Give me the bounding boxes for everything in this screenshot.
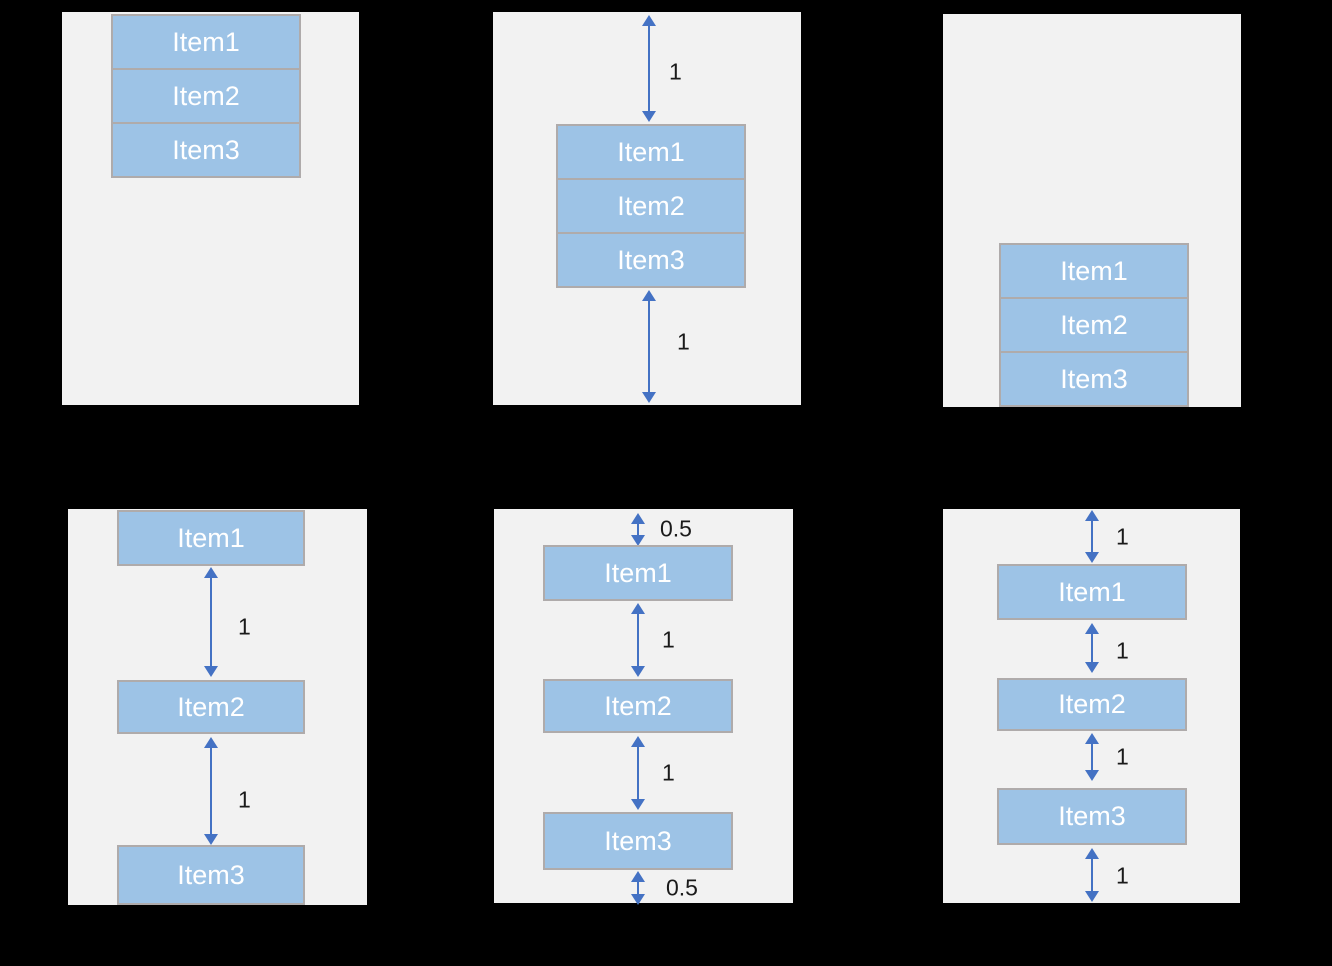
spacing-value: 1 — [662, 759, 675, 786]
flex-item: Item2 — [558, 180, 744, 232]
spacing-value: 0.5 — [660, 515, 692, 542]
flex-item: Item2 — [543, 679, 733, 733]
spacing-value: 1 — [1116, 743, 1129, 770]
spacing-arrow — [631, 736, 645, 810]
panel-space-around: 0.5 Item1 1 Item2 1 Item3 0.5 — [494, 509, 793, 905]
flex-item: Item3 — [113, 124, 299, 176]
item-stack: Item1 Item2 Item3 — [999, 243, 1189, 407]
spacing-arrow — [631, 513, 645, 546]
item-stack: Item1 Item2 Item3 — [556, 124, 746, 288]
spacing-value: 1 — [238, 613, 251, 640]
flex-item: Item2 — [117, 680, 305, 734]
spacing-arrow — [204, 737, 218, 845]
flex-item: Item1 — [113, 16, 299, 68]
spacing-value: 1 — [1116, 862, 1129, 889]
spacing-arrow — [631, 603, 645, 677]
panel-space-between: Item1 1 Item2 1 Item3 — [68, 509, 367, 905]
spacing-value: 1 — [669, 58, 682, 85]
panel-space-evenly: 1 Item1 1 Item2 1 Item3 1 — [943, 509, 1240, 903]
flex-item: Item3 — [997, 788, 1187, 845]
spacing-value: 1 — [238, 786, 251, 813]
flex-item: Item3 — [117, 845, 305, 905]
flex-item: Item1 — [117, 510, 305, 566]
panel-center: 1 Item1 Item2 Item3 1 — [493, 12, 801, 405]
spacing-value: 1 — [1116, 523, 1129, 550]
spacing-arrow — [204, 567, 218, 677]
spacing-value: 0.5 — [666, 874, 698, 901]
flex-item: Item1 — [1001, 245, 1187, 297]
flex-item: Item1 — [997, 564, 1187, 620]
flex-item: Item3 — [1001, 353, 1187, 405]
item-stack: Item1 Item2 Item3 — [111, 14, 301, 178]
spacing-value: 1 — [1116, 637, 1129, 664]
flex-item: Item2 — [1001, 299, 1187, 351]
spacing-arrow — [642, 15, 656, 122]
flex-item: Item3 — [558, 234, 744, 286]
spacing-arrow — [1085, 623, 1099, 673]
flex-item: Item1 — [543, 545, 733, 601]
spacing-arrow — [1085, 733, 1099, 781]
spacing-arrow — [642, 290, 656, 403]
flex-item: Item2 — [997, 678, 1187, 731]
spacing-arrow — [631, 871, 645, 905]
spacing-value: 1 — [662, 626, 675, 653]
spacing-arrow — [1085, 510, 1099, 563]
spacing-value: 1 — [677, 328, 690, 355]
flex-item: Item1 — [558, 126, 744, 178]
panel-flex-start: Item1 Item2 Item3 — [62, 12, 359, 405]
flex-item: Item2 — [113, 70, 299, 122]
panel-flex-end: Item1 Item2 Item3 — [943, 14, 1241, 407]
spacing-arrow — [1085, 848, 1099, 902]
flex-item: Item3 — [543, 812, 733, 870]
